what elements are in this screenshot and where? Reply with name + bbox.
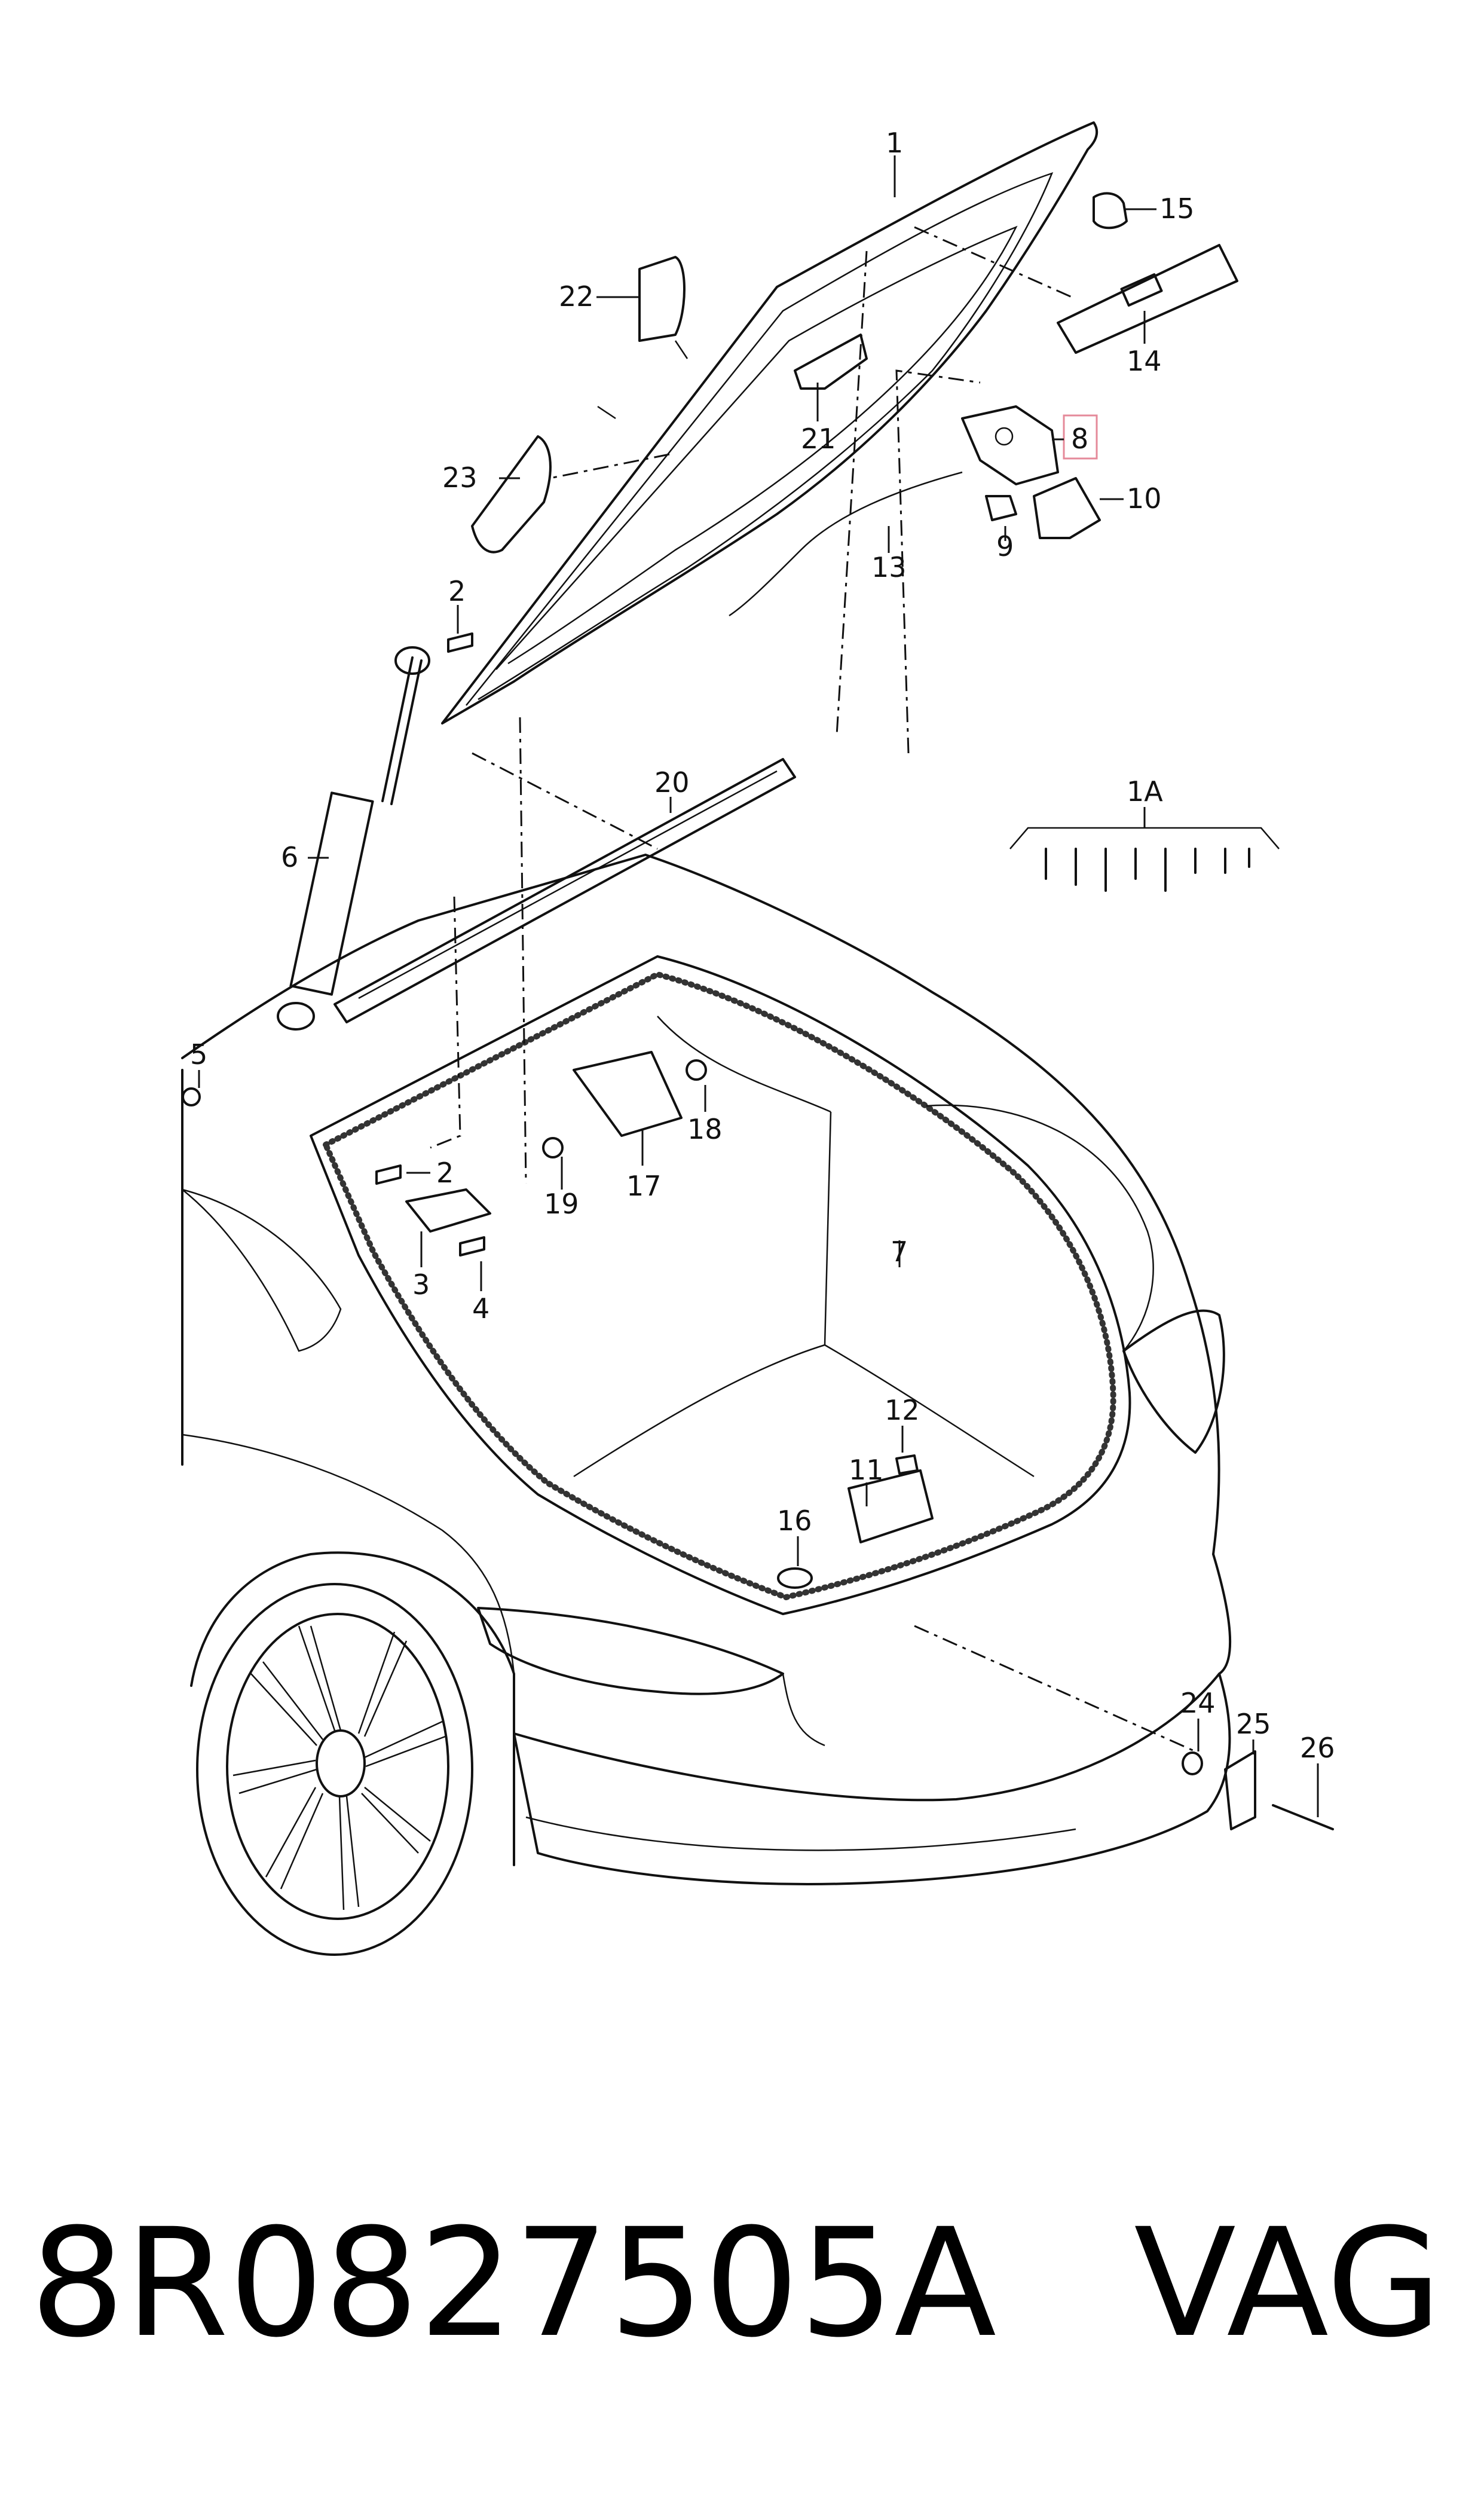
callout-22: 22 [559,280,594,313]
callout-18: 18 [687,1113,723,1145]
callout-26: 26 [1300,1732,1335,1764]
callout-2-upper: 2 [448,575,466,607]
callout-25: 25 [1236,1708,1271,1740]
callout-3: 3 [412,1268,430,1301]
callout-8: 8 [1071,423,1088,455]
callout-1: 1 [886,127,903,159]
callout-14: 14 [1127,345,1162,377]
callout-19: 19 [544,1188,579,1220]
callout-23: 23 [442,461,478,494]
seal-strip [333,758,796,1023]
gas-strut [277,646,430,1031]
callout-12: 12 [885,1394,920,1426]
callout-24: 24 [1180,1687,1216,1719]
callout-13: 13 [871,551,907,583]
callout-15: 15 [1159,192,1195,225]
callout-16: 16 [777,1505,812,1537]
callout-7: 7 [891,1236,908,1268]
callout-9: 9 [996,530,1014,562]
assembly-dashed-lines [430,226,1196,1753]
highlight-box [1063,414,1098,460]
rear-wheel [190,1551,515,1956]
brand-label: VAG [1134,2196,1442,2370]
callout-5: 5 [190,1038,207,1071]
tailgate-lid [441,121,1099,724]
callout-10: 10 [1127,482,1162,515]
callout-1A: 1A [1127,775,1163,808]
callout-2-lower: 2 [436,1157,454,1189]
callout-11: 11 [849,1454,884,1486]
small-parts [182,192,1334,1830]
car-body-outline [181,854,1232,1885]
leader-lines [198,155,1319,1817]
callout-20: 20 [654,766,690,799]
callout-6: 6 [281,841,298,873]
callout-labels: 1 1A 2 2 3 4 5 6 7 8 9 10 11 12 13 14 15… [190,127,1335,1764]
part-number: 8R0827505A [30,2196,997,2370]
callout-4: 4 [472,1292,489,1325]
callout-17: 17 [626,1170,662,1202]
callout-21: 21 [801,423,836,455]
